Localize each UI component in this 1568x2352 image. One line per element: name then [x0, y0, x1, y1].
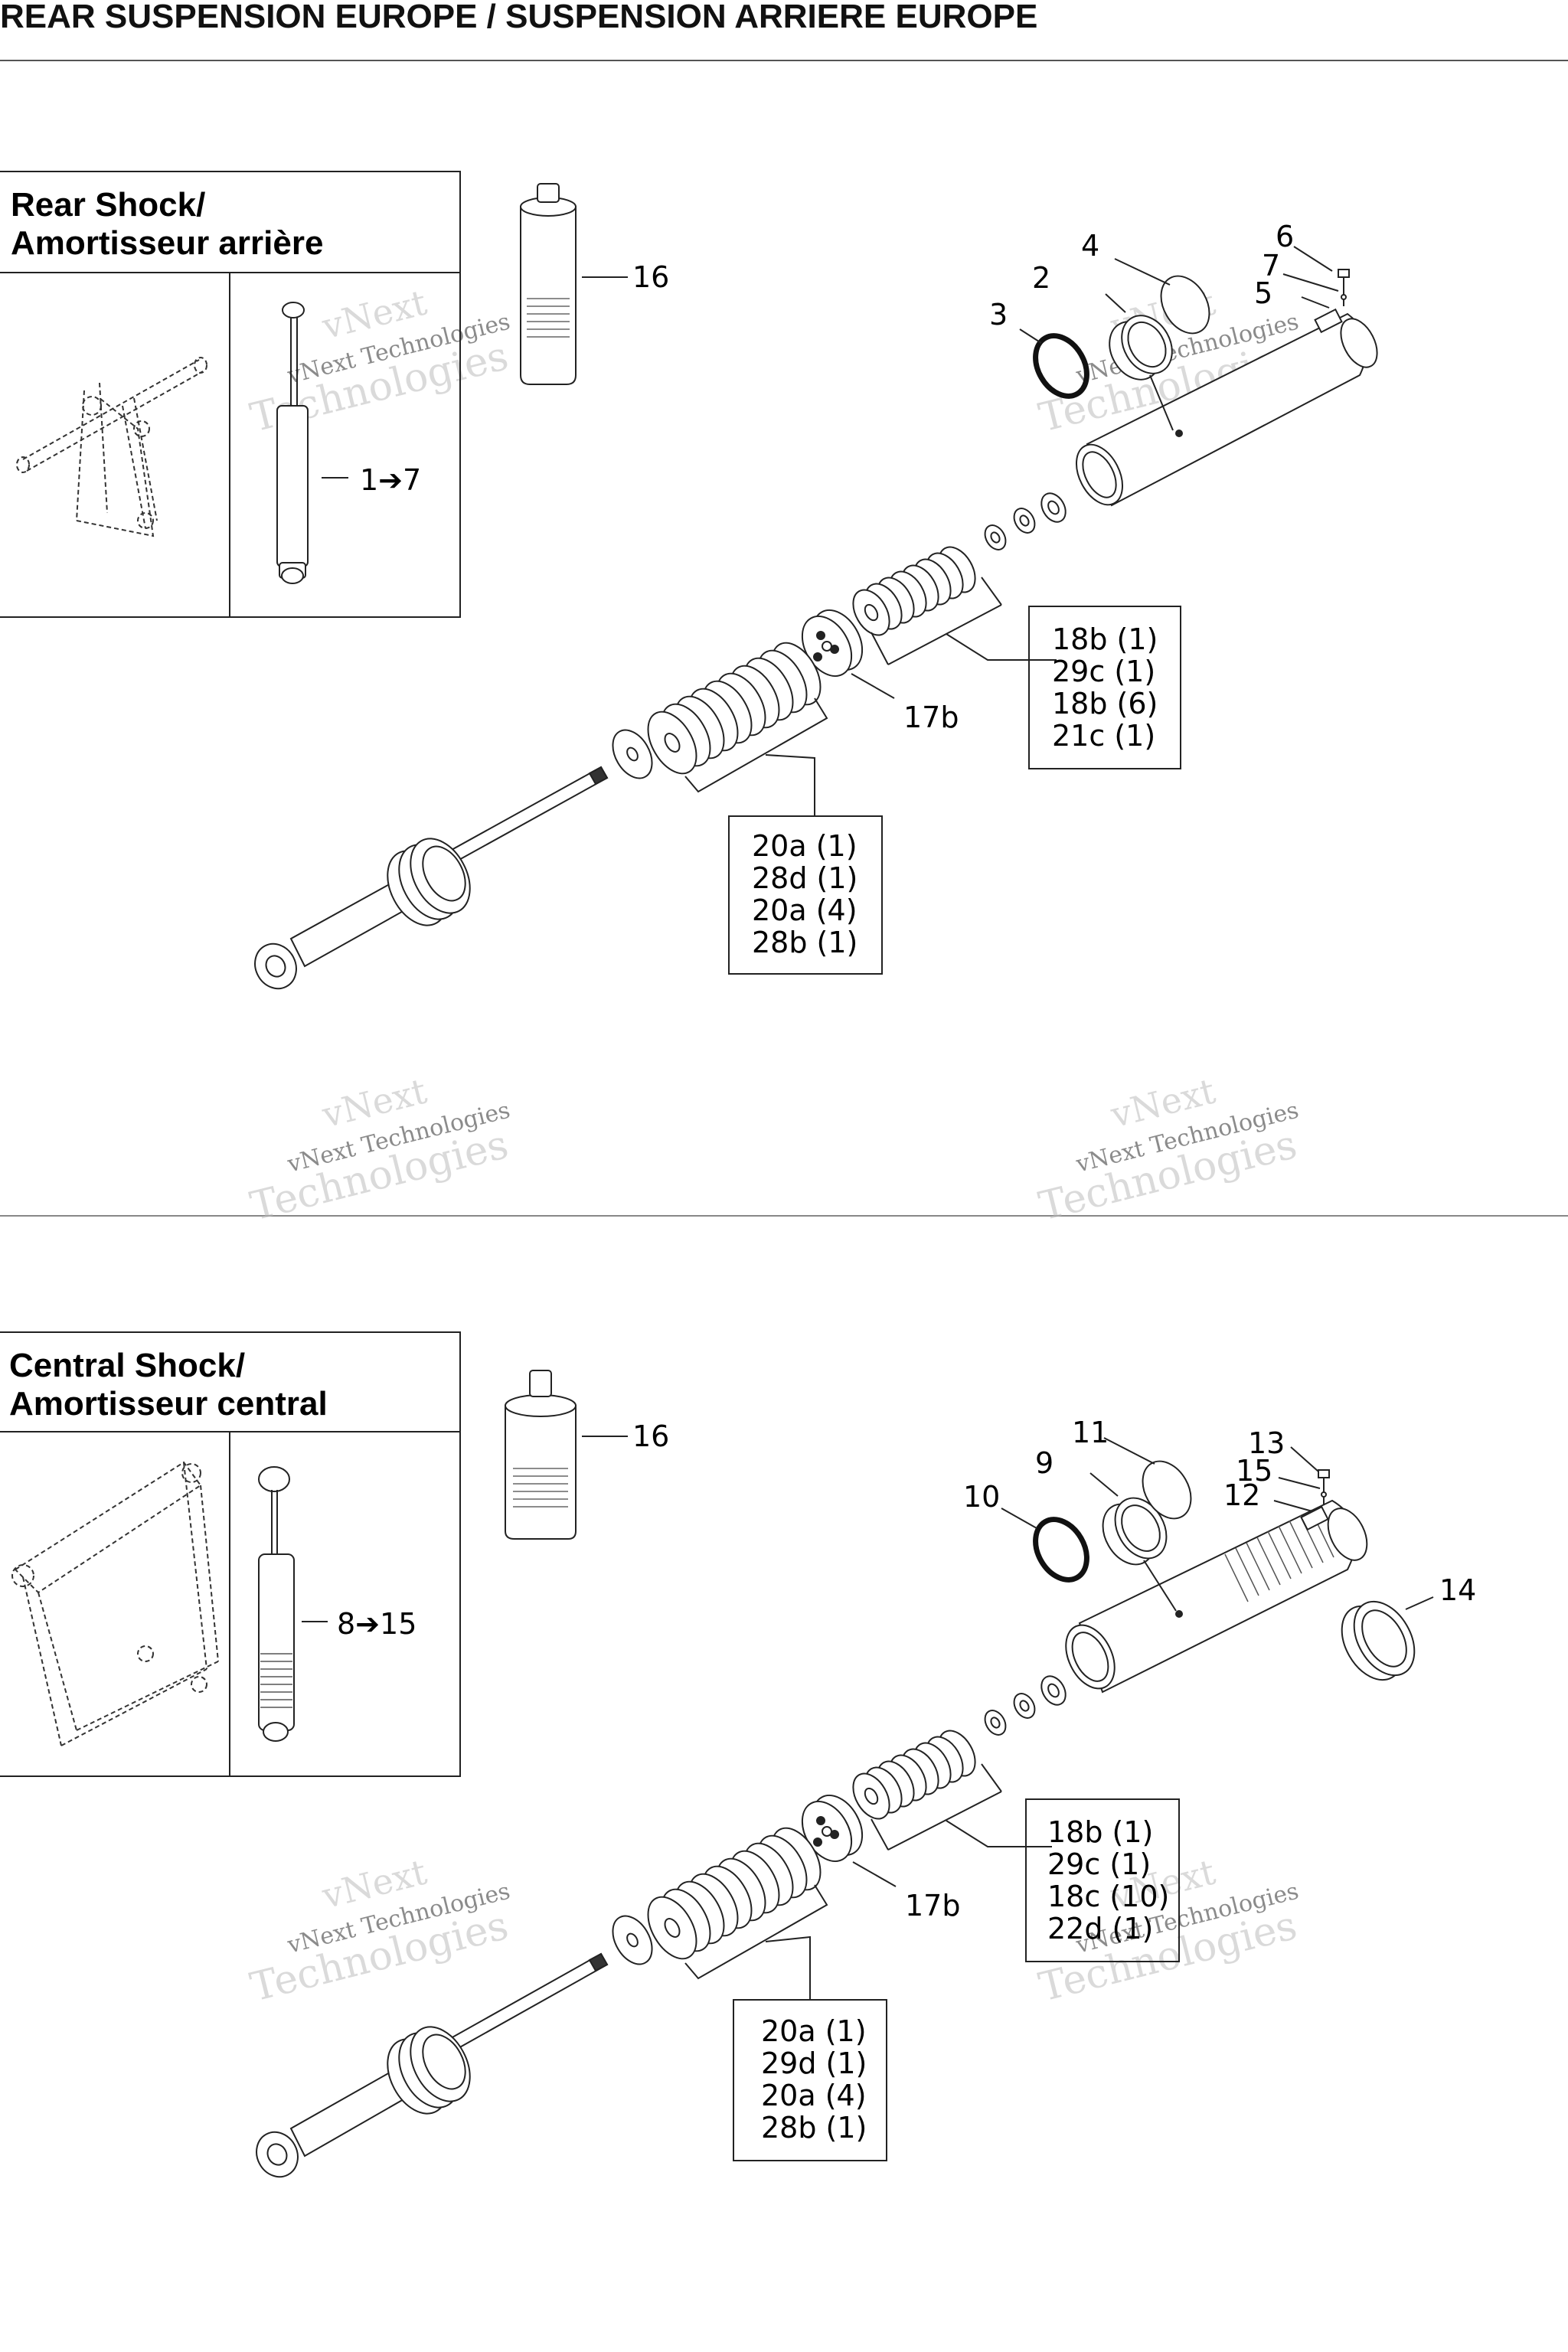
rear-callout-17b: 17b	[903, 701, 959, 734]
central-bracket-right	[871, 1763, 1052, 1851]
rear-title-line1: Rear Shock/	[11, 186, 205, 224]
central-title-line2: Amortisseur central	[9, 1385, 328, 1423]
central-callout-16: 16	[632, 1419, 669, 1453]
watermark-3: vNext vNext Technologies Technologies	[246, 1070, 513, 1230]
central-valve-parts	[1318, 1469, 1330, 1505]
central-callout-11: 11	[1072, 1416, 1109, 1449]
page-title: REAR SUSPENSION EUROPE / SUSPENSION ARRI…	[0, 0, 1037, 35]
central-code-right-1: 18b (1)	[1047, 1815, 1153, 1849]
rear-shock-sketch	[276, 302, 309, 584]
rear-shim-stack-small	[852, 546, 976, 636]
central-callout-17b: 17b	[905, 1889, 960, 1922]
central-callout-15: 15	[1236, 1454, 1272, 1488]
rear-part-2-ring	[1109, 315, 1173, 381]
central-bracket-bottom	[684, 1884, 828, 2000]
central-part-10-oring	[1033, 1517, 1089, 1583]
rear-codes-right-box	[1028, 606, 1181, 769]
central-part-14-ringnut	[1341, 1600, 1416, 1681]
rear-bracket-bottom	[684, 697, 828, 816]
central-frame-sketch	[11, 1461, 219, 1746]
central-shim-stack-large	[647, 1827, 822, 1960]
central-codes-right-box	[1025, 1798, 1180, 1962]
rear-frame-sketch	[16, 357, 207, 537]
rear-title-line2: Amortisseur arrière	[11, 224, 323, 262]
rear-washer	[612, 729, 653, 779]
central-callout-10: 10	[963, 1480, 1000, 1514]
rear-callout-4: 4	[1081, 229, 1099, 263]
central-callout-14: 14	[1439, 1573, 1476, 1607]
central-callout-12: 12	[1223, 1478, 1260, 1512]
central-code-bottom-1: 20a (1)	[761, 2014, 867, 2048]
central-range-label: 8➔15	[337, 1607, 416, 1641]
rear-code-bottom-3: 20a (4)	[752, 893, 858, 927]
central-code-right-3: 18c (10)	[1047, 1880, 1169, 1913]
rear-piston-17b	[801, 609, 864, 677]
rear-code-bottom-2: 28d (1)	[752, 861, 858, 895]
rear-oil-bottle	[520, 183, 577, 385]
rear-nut-washers	[984, 492, 1067, 550]
central-reservoir	[1065, 1499, 1368, 1694]
rear-callout-16: 16	[632, 260, 669, 294]
rear-callout-6: 6	[1276, 220, 1294, 253]
section-rear-shock: Rear Shock/ Amortisseur arrière 1➔7	[0, 171, 1378, 990]
rear-callout-7: 7	[1262, 249, 1280, 283]
rear-bracket-right	[871, 577, 1057, 665]
central-shim-stack-small	[852, 1730, 976, 1820]
central-shock-sketch	[258, 1466, 295, 1742]
central-part-9-ring	[1102, 1497, 1168, 1566]
central-oil-bottle	[505, 1370, 577, 1540]
central-callout-9: 9	[1035, 1446, 1054, 1480]
watermark-5: vNext vNext Technologies Technologies	[246, 1851, 513, 2011]
watermark-4: vNext vNext Technologies Technologies	[1034, 1070, 1302, 1230]
rear-codes-bottom-box	[728, 815, 883, 975]
central-washer	[612, 1915, 653, 1965]
rear-code-right-4: 21c (1)	[1052, 719, 1155, 753]
rear-part-4-disc	[1160, 275, 1210, 335]
section-central-shock: Central Shock/ Amortisseur central	[0, 1331, 1476, 2178]
rear-shim-stack-large	[647, 642, 822, 775]
rear-reservoir	[1075, 308, 1378, 507]
watermark-1: vNext vNext Technologies Technologies	[246, 281, 513, 441]
central-code-bottom-3: 20a (4)	[761, 2079, 867, 2112]
rear-code-bottom-4: 28b (1)	[752, 926, 858, 959]
central-code-right-2: 29c (1)	[1047, 1847, 1151, 1881]
rear-callout-3: 3	[989, 298, 1008, 332]
central-code-bottom-4: 28b (1)	[761, 2111, 867, 2145]
central-title-line1: Central Shock/	[9, 1347, 245, 1384]
central-part-11-disc	[1142, 1460, 1192, 1520]
central-nut-washers	[984, 1675, 1067, 1736]
central-callout-13: 13	[1248, 1426, 1285, 1460]
rear-code-bottom-1: 20a (1)	[752, 829, 858, 863]
rear-part-3-oring	[1033, 333, 1089, 399]
central-code-right-4: 22d (1)	[1047, 1912, 1153, 1945]
rear-shaft-assembly	[254, 766, 609, 990]
rear-code-right-2: 29c (1)	[1052, 655, 1155, 688]
rear-callout-2: 2	[1032, 261, 1050, 295]
rear-code-right-3: 18b (6)	[1052, 687, 1158, 720]
rear-callout-5: 5	[1254, 276, 1272, 310]
rear-range-label: 1➔7	[360, 463, 421, 497]
rear-valve-parts	[1338, 269, 1350, 306]
central-shaft-assembly	[256, 1952, 609, 2178]
central-piston-17b	[801, 1795, 864, 1862]
central-code-bottom-2: 29d (1)	[761, 2047, 867, 2080]
rear-code-right-1: 18b (1)	[1052, 622, 1158, 656]
central-codes-bottom-box	[733, 1999, 887, 2161]
